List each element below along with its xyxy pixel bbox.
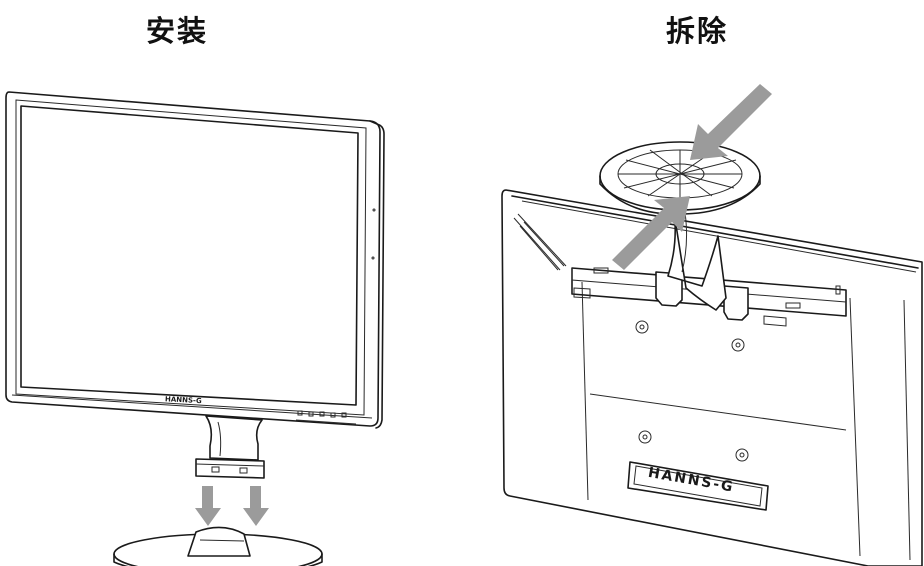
down-arrow-right [243, 486, 269, 526]
down-arrow-left [195, 486, 221, 526]
install-illustration: HANNS-G [5, 91, 385, 566]
monitor-rear: HANNS-G [501, 189, 923, 566]
install-arrows [195, 486, 269, 526]
stand-base [113, 526, 323, 566]
front-brand-logo: HANNS-G [165, 395, 202, 405]
press-arrow-top [690, 84, 772, 160]
remove-heading: 拆除 [666, 14, 729, 48]
press-arrow-bottom [612, 196, 690, 270]
remove-arrows [612, 84, 772, 270]
install-heading: 安装 [146, 14, 209, 48]
remove-illustration: HANNS-G [501, 84, 923, 566]
stand-neck [195, 415, 265, 479]
monitor-front: HANNS-G [5, 91, 385, 429]
